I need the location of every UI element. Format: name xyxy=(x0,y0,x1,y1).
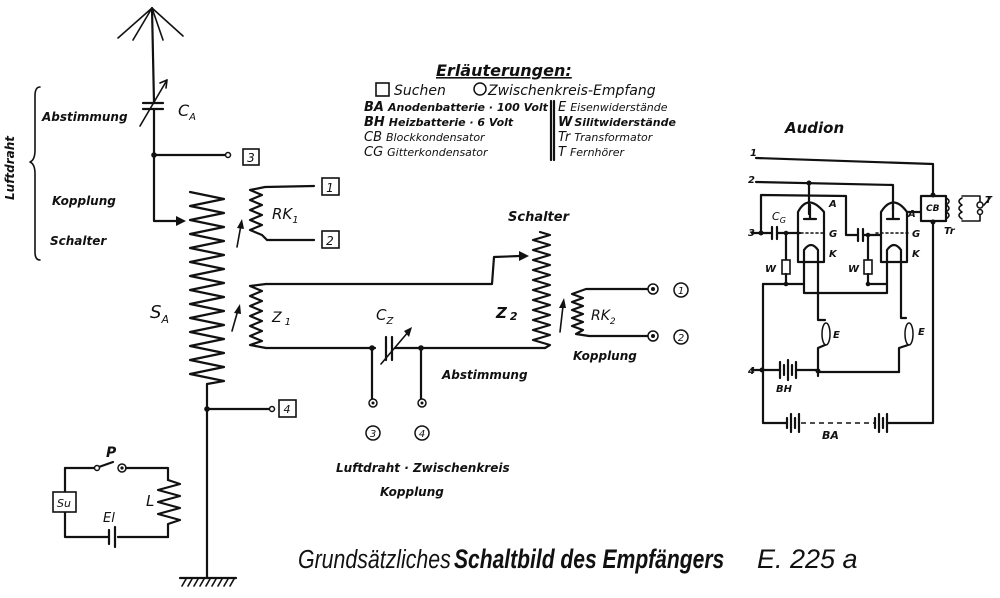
antenna-bracket: Luftdraht Abstimmung Kopplung Schalter xyxy=(3,86,128,261)
coil-label-rk2: RK2 xyxy=(591,308,616,327)
antenna xyxy=(117,6,184,105)
svg-text:1: 1 xyxy=(750,148,757,159)
coupling-caption-1: Luftdraht · Zwischenkreis xyxy=(336,461,510,475)
svg-text:2: 2 xyxy=(326,234,334,248)
legend-mode-zwischenkreis: Zwischenkreis-Empfang xyxy=(487,83,656,99)
coil-sa xyxy=(188,190,226,386)
svg-text:W: W xyxy=(848,264,860,275)
battery-label-ba: BA xyxy=(822,429,839,442)
coupling-caption-2: Kopplung xyxy=(380,485,444,499)
legend: Erläuterungen: Suchen Zwischenkreis-Empf… xyxy=(364,61,676,162)
circle-symbol-icon xyxy=(473,82,487,96)
test-circuit: P L Su El xyxy=(52,445,182,549)
capacitor-label-ca: CA xyxy=(178,101,196,123)
terminal-circle-1 xyxy=(673,282,689,298)
label-schalter: Schalter xyxy=(50,234,107,248)
svg-text:1: 1 xyxy=(678,286,684,297)
svg-text:K: K xyxy=(912,249,921,260)
ground-line: 4 xyxy=(178,382,297,587)
coupling-coil-rk2: RK2 1 2 Kopplung xyxy=(559,282,689,363)
svg-text:4: 4 xyxy=(419,429,425,440)
label-schalter-z: Schalter xyxy=(508,210,571,225)
svg-text:Su: Su xyxy=(57,497,71,510)
capacitor-label-cz: CZ xyxy=(376,306,394,327)
label-kopplung: Kopplung xyxy=(52,194,116,208)
svg-text:K: K xyxy=(829,249,838,260)
caption-part-3: E. 225 a xyxy=(757,544,858,574)
svg-text:3: 3 xyxy=(370,429,376,440)
switch-label-p: P xyxy=(106,445,117,461)
terminal-square-2 xyxy=(321,230,340,249)
label-kopplung-rk2: Kopplung xyxy=(573,349,637,363)
terminal-square-4 xyxy=(278,399,297,418)
terminal-square-1 xyxy=(321,177,340,196)
svg-text:E: E xyxy=(918,327,925,338)
coil-label-sa: SA xyxy=(150,302,169,326)
label-abstimmung-z: Abstimmung xyxy=(441,368,528,382)
capacitor-cz: CZ xyxy=(368,306,427,408)
terminal-3-link: 3 xyxy=(151,148,260,166)
terminal-circle-3 xyxy=(365,425,381,441)
square-symbol-icon xyxy=(375,82,390,97)
audion-circuit: Audion 1 2 3 4 CG A G K W xyxy=(747,119,993,442)
caption: Grundsätzliches Schaltbild des Empfänger… xyxy=(298,544,858,575)
coupling-coil-rk1: RK1 1 2 xyxy=(236,177,340,249)
svg-text:4: 4 xyxy=(747,366,755,377)
battery-label-bh: BH xyxy=(776,384,793,395)
terminal-3-label: 3 xyxy=(247,151,255,165)
caption-part-1: Grundsätzliches xyxy=(298,545,451,575)
circle-terminals-bottom: 3 4 Luftdraht · Zwischenkreis Kopplung xyxy=(336,425,510,499)
cb-label: CB xyxy=(926,204,940,214)
bracket-label: Luftdraht xyxy=(3,135,17,200)
schalter-arrow-icon xyxy=(519,251,529,261)
svg-text:2: 2 xyxy=(748,175,755,186)
battery-label-el: El xyxy=(103,511,115,526)
cg-label: CG xyxy=(772,210,786,225)
su-box xyxy=(52,491,77,513)
svg-text:G: G xyxy=(912,229,920,240)
legend-mode-suchen: Suchen xyxy=(394,83,446,99)
transformer-label-tr: Tr xyxy=(944,226,956,237)
terminal-circle-4 xyxy=(414,425,430,441)
z-top-wire xyxy=(264,254,522,286)
headphone-label-t: T xyxy=(985,195,993,206)
svg-text:G: G xyxy=(829,229,837,240)
switch-wire xyxy=(152,153,180,223)
terminal-circle-2 xyxy=(673,329,689,345)
terminal-square-3 xyxy=(242,148,260,166)
svg-text:4: 4 xyxy=(284,403,291,416)
svg-text:E: E xyxy=(833,330,840,341)
antenna-capacitor: CA xyxy=(139,79,196,157)
svg-text:W: W xyxy=(765,264,777,275)
coil-label-l: L xyxy=(146,492,154,510)
audion-title: Audion xyxy=(784,119,844,137)
legend-heading: Erläuterungen: xyxy=(436,61,572,80)
svg-text:2: 2 xyxy=(678,333,684,344)
switch-arrow-icon xyxy=(176,216,186,226)
coil-label-rk1: RK1 xyxy=(272,205,299,226)
svg-text:A: A xyxy=(828,199,837,210)
svg-text:1: 1 xyxy=(326,181,334,195)
label-abstimmung: Abstimmung xyxy=(41,110,128,124)
caption-part-2: Schaltbild des Empfängers xyxy=(454,545,724,575)
svg-text:A: A xyxy=(907,209,916,220)
